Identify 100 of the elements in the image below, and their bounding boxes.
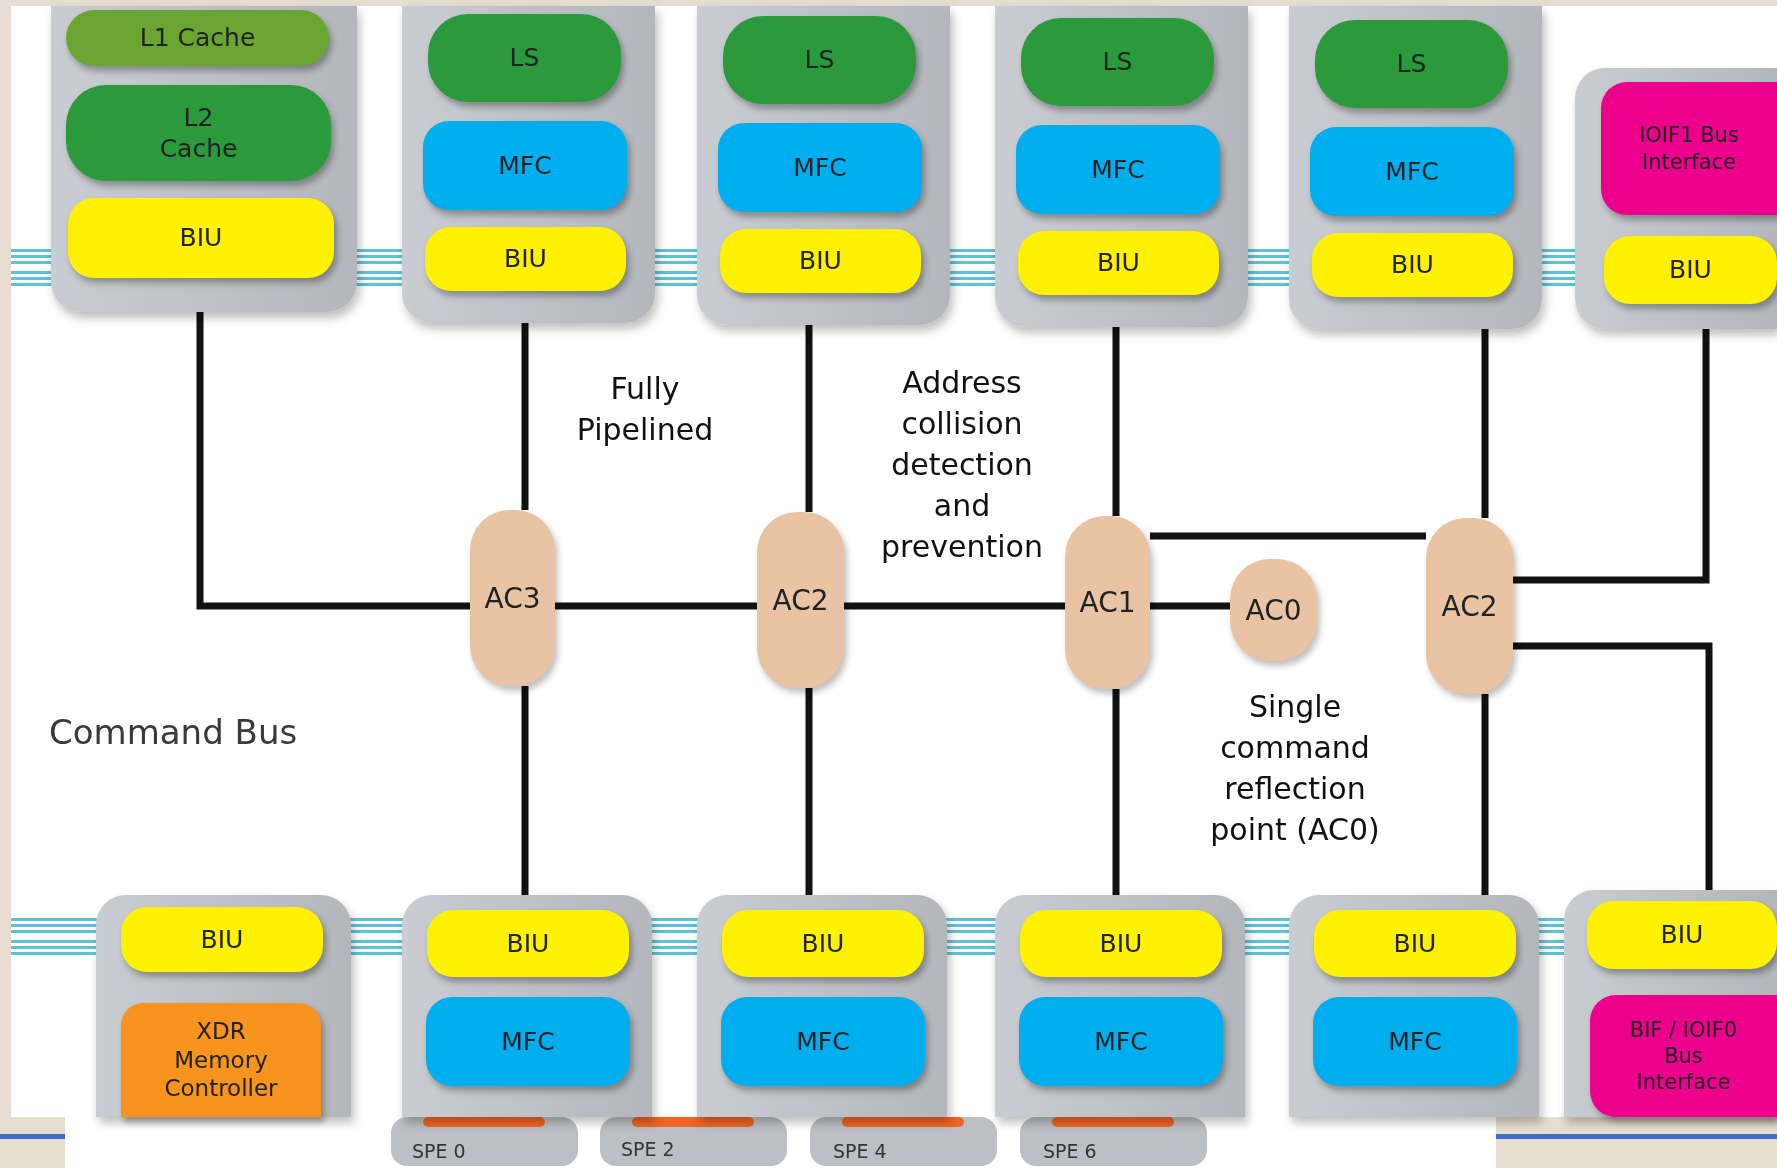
component-label: MFC — [1385, 155, 1439, 188]
component-label: AC2 — [1441, 589, 1498, 623]
component-label: BIU — [1660, 919, 1704, 951]
component-label: LS — [1102, 46, 1133, 78]
unit-panel — [995, 895, 1245, 1117]
interface-box — [1587, 901, 1777, 969]
connector-line — [521, 686, 529, 895]
component-label: MFC — [501, 1025, 555, 1058]
connector-line — [1112, 689, 1120, 895]
interface-box — [121, 907, 323, 972]
component-label: AC3 — [484, 581, 541, 615]
interface-box — [1604, 236, 1777, 304]
component-label: MFC — [796, 1025, 850, 1058]
connector-line — [555, 602, 757, 610]
connector-line — [1150, 602, 1230, 610]
memory-box — [723, 16, 916, 104]
component-label: BIF / IOIF0 Bus Interface — [1628, 1016, 1739, 1096]
unit-panel — [402, 895, 652, 1117]
component-label: AC1 — [1079, 586, 1136, 619]
controller-box — [1313, 997, 1517, 1086]
connector-line — [1481, 694, 1489, 895]
connector-line — [196, 312, 470, 610]
unit-panel — [96, 895, 351, 1117]
component-label: MFC — [498, 149, 552, 182]
connector-line — [805, 325, 813, 512]
component-label: MFC — [1091, 153, 1145, 186]
controller-box — [1016, 125, 1220, 214]
memory-box — [428, 14, 621, 102]
controller-box — [423, 121, 627, 210]
component-label: BIU — [1391, 249, 1434, 281]
interface-box — [1314, 910, 1516, 977]
interface-box — [425, 227, 626, 291]
component-label: LS — [1396, 48, 1427, 80]
connector-line — [1481, 329, 1489, 518]
unit-panel — [1564, 890, 1777, 1117]
unit-panel — [51, 6, 357, 312]
unit-panel — [1289, 6, 1542, 329]
connector-line — [1112, 327, 1120, 516]
annotation-text: Address collision detection and prevention — [881, 365, 1043, 564]
memory-box — [1315, 20, 1508, 108]
interface-box — [427, 910, 629, 977]
component-label: BIU — [1099, 927, 1143, 960]
controller-box — [721, 997, 925, 1086]
component-label: BIU — [1097, 247, 1140, 279]
interface-box — [1312, 233, 1513, 297]
component-label: MFC — [1388, 1025, 1442, 1058]
component-label: L2 Cache — [158, 101, 239, 165]
cache-box — [66, 10, 329, 66]
unit-label: SPE 0 — [412, 1140, 466, 1162]
controller-box — [718, 123, 922, 212]
component-label: BIU — [506, 927, 550, 960]
component-label: BIU — [1669, 254, 1712, 286]
unit-panel — [1289, 895, 1539, 1117]
component-label: BIU — [1393, 927, 1437, 960]
unit-label: SPE 2 — [621, 1138, 675, 1160]
connector-line — [1150, 532, 1426, 540]
connector-line — [844, 602, 1065, 610]
component-label: AC2 — [772, 583, 829, 617]
connector-line — [1513, 642, 1713, 890]
connector-line — [805, 688, 813, 895]
memory-box — [1021, 18, 1214, 106]
component-label: BIU — [200, 923, 244, 956]
controller-box — [1019, 997, 1223, 1086]
controller-box — [1310, 127, 1514, 216]
unit-panel — [402, 6, 655, 323]
connector-line — [521, 323, 529, 510]
controller-box — [121, 1003, 321, 1117]
controller-box — [426, 997, 630, 1086]
arbiter-pill — [470, 510, 555, 686]
unit-label: SPE 6 — [1043, 1140, 1097, 1162]
unit-panel — [697, 895, 947, 1117]
unit-panel — [1575, 68, 1777, 329]
interface-box — [1020, 910, 1222, 977]
component-label: MFC — [793, 151, 847, 184]
annotation-text: Fully Pipelined — [576, 371, 714, 447]
arbiter-pill — [1065, 516, 1150, 689]
interface-box — [720, 229, 921, 293]
component-label: IOIF1 Bus Interface — [1638, 122, 1740, 175]
component-label: BIU — [179, 222, 223, 254]
arbiter-pill — [757, 512, 844, 688]
annotation-text: Single command reflection point (AC0) — [1210, 689, 1380, 847]
component-label: L1 Cache — [139, 22, 256, 54]
component-label: BIU — [504, 243, 547, 275]
component-label: BIU — [799, 245, 842, 277]
bus-label: Command Bus — [49, 712, 298, 752]
unit-panel — [995, 6, 1248, 327]
interface-box — [68, 198, 334, 278]
interface-box — [722, 910, 924, 977]
arbiter-pill — [1426, 518, 1513, 694]
component-label: XDR Memory Controller — [163, 1016, 279, 1104]
interface-box — [1601, 82, 1777, 215]
interface-box — [1590, 995, 1777, 1117]
unit-label: SPE 4 — [833, 1140, 887, 1162]
unit-panel — [697, 6, 950, 325]
component-label: LS — [804, 44, 835, 76]
interface-box — [1018, 231, 1219, 295]
connector-line — [1513, 329, 1710, 584]
component-label: AC0 — [1245, 593, 1302, 627]
component-label: BIU — [801, 927, 845, 960]
memory-box — [66, 85, 331, 181]
